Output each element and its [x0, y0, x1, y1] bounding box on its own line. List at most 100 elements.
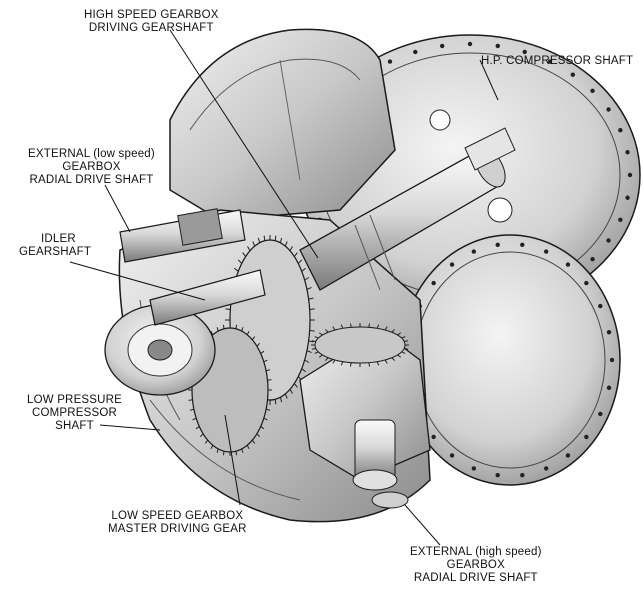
gear-tooth: [210, 445, 214, 450]
upper-casing: [169, 28, 396, 221]
gear-tooth: [256, 342, 261, 347]
gear-tooth: [401, 336, 406, 339]
bolt-hole: [543, 249, 549, 254]
gear-tooth: [188, 399, 193, 401]
gear-tooth: [404, 340, 409, 342]
bolt-hole: [431, 434, 436, 440]
label-hp-compressor-shaft: H.P. COMPRESSOR SHAFT: [481, 55, 634, 67]
gear-tooth: [235, 324, 238, 329]
gear-tooth: [265, 369, 271, 372]
gear-tooth: [260, 350, 265, 354]
gear-tooth: [391, 329, 396, 333]
gear-tooth: [246, 445, 250, 450]
leader-external-low: [104, 184, 131, 233]
gear-tooth: [284, 241, 288, 247]
bolt-hole: [584, 280, 589, 286]
gear-tooth: [301, 368, 307, 373]
gear-tooth: [199, 433, 204, 438]
gear-tooth: [204, 439, 209, 444]
gear-tooth: [349, 323, 352, 328]
gear-tooth: [210, 330, 214, 335]
gear-tooth: [260, 426, 265, 430]
bolt-hole: [625, 195, 630, 200]
gear-tooth: [304, 277, 310, 281]
bolt-hole: [606, 107, 611, 112]
bolt-hole: [495, 43, 500, 49]
bolt-hole: [471, 249, 477, 254]
gear-tooth: [237, 259, 243, 264]
high-speed-gear-cluster: [299, 323, 431, 509]
bolt-hole: [449, 453, 455, 458]
bolt-hole: [584, 434, 589, 440]
gear-tooth: [242, 252, 247, 257]
gear-tooth: [189, 408, 195, 411]
gear-tooth: [397, 332, 402, 336]
bolt-hole: [440, 43, 445, 49]
bolt-hole: [598, 303, 603, 309]
gear-tooth: [252, 241, 256, 247]
gear-tooth: [289, 246, 293, 251]
gear-tooth: [384, 359, 388, 364]
gear-tooth: [397, 354, 402, 358]
gear-tooth: [293, 252, 298, 257]
bolt-hole: [598, 411, 603, 417]
gear-tooth: [384, 326, 388, 331]
bolt-hole: [431, 280, 436, 286]
label-low-speed-master-gear: LOW SPEED GEARBOX MASTER DRIVING GEAR: [108, 510, 247, 535]
bolt-hole: [618, 217, 623, 223]
gear-tooth: [401, 351, 406, 354]
gear-tooth: [368, 323, 371, 328]
bolt-hole: [609, 357, 615, 363]
bolt-hole: [565, 262, 571, 267]
gear-tooth: [192, 417, 197, 421]
gear-tooth: [309, 308, 315, 311]
gear-tooth: [251, 336, 256, 341]
gear-tooth: [340, 324, 344, 329]
gear-tooth: [308, 297, 314, 300]
gear-tooth: [308, 340, 314, 343]
leader-external-high: [404, 504, 441, 546]
gear-tooth: [279, 397, 283, 403]
gear-tooth: [293, 383, 298, 388]
gear-tooth: [284, 393, 288, 399]
gear-tooth: [289, 389, 293, 394]
gear-tooth: [274, 235, 277, 241]
gear-tooth: [306, 350, 312, 353]
bolt-hole: [547, 59, 553, 64]
leader-lp-shaft: [99, 424, 161, 431]
label-idler-gearshaft: IDLER GEARSHAFT: [19, 233, 92, 258]
label-external-high-speed: EXTERNAL (high speed) GEARBOX RADIAL DRI…: [410, 546, 542, 584]
gear-tooth: [263, 417, 268, 421]
bolt-hole: [606, 330, 612, 335]
bolt-hole: [618, 127, 623, 133]
gear-tooth: [297, 259, 303, 264]
gear-tooth: [241, 448, 244, 453]
gear-tooth: [222, 324, 225, 329]
gear-tooth: [263, 235, 266, 241]
bolt-hole: [625, 150, 630, 155]
bolt-hole: [520, 242, 525, 248]
label-lp-compressor-shaft: LOW PRESSURE COMPRESSOR SHAFT: [27, 394, 123, 432]
bolt-hole: [570, 72, 576, 77]
hp-central-shaft: [299, 127, 516, 291]
lower-flange-disc: [399, 234, 621, 486]
gear-tooth: [241, 327, 244, 332]
gear-tooth: [267, 379, 272, 381]
bolt-hole: [543, 466, 549, 471]
gear-tooth: [404, 348, 409, 350]
gear-tooth: [257, 237, 261, 243]
gear-tooth: [256, 433, 261, 438]
leader-high-speed-shaft: [169, 29, 319, 259]
gear-tooth: [314, 336, 319, 339]
gear-tooth: [332, 326, 336, 331]
gear-tooth: [216, 327, 219, 332]
gear-tooth: [324, 357, 329, 361]
gear-tooth: [251, 439, 256, 444]
bolt-hole: [606, 385, 612, 390]
gear-tooth: [324, 329, 329, 333]
gear-tooth: [349, 362, 352, 367]
gear-tooth: [279, 237, 283, 243]
bolt-hole: [449, 262, 455, 267]
gear-tooth: [311, 340, 316, 342]
